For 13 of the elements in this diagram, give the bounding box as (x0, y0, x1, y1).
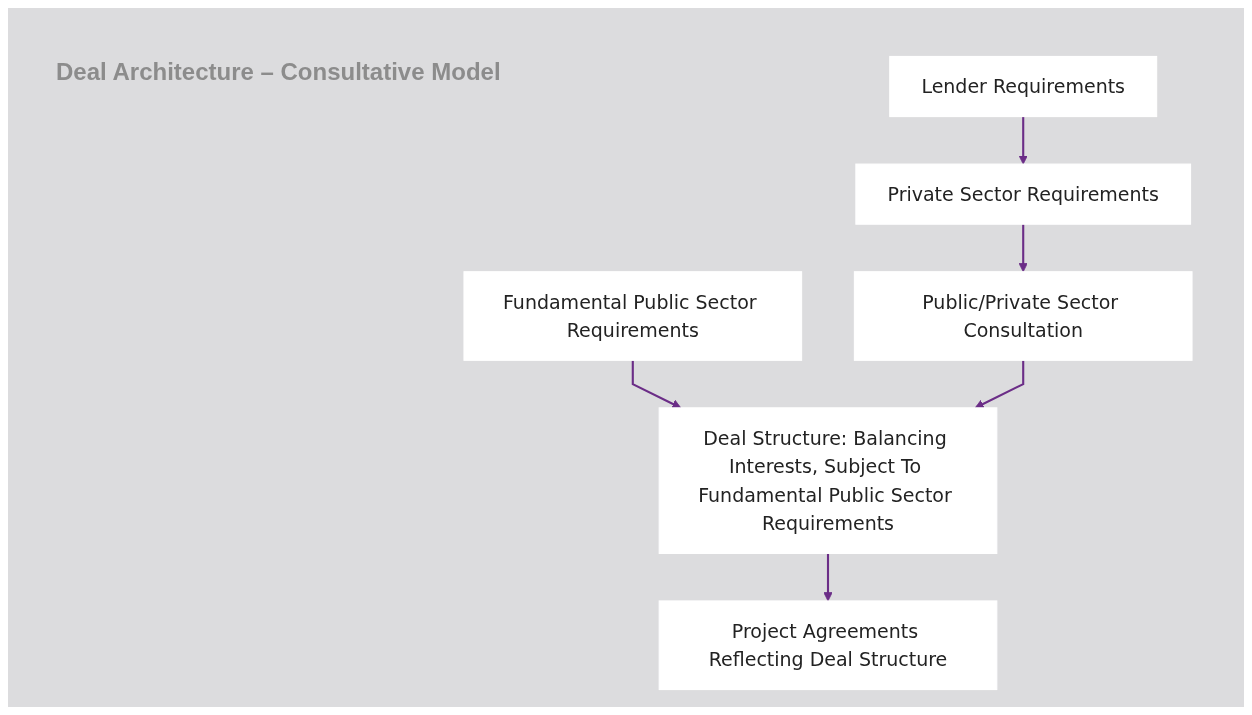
arrow (1018, 224, 1028, 273)
node-box (889, 55, 1158, 118)
node-box (855, 163, 1192, 225)
arrow (631, 360, 682, 409)
node-box (463, 271, 803, 361)
panel-background: Deal Architecture – Consultative Model Fundamental Public Sector Requirements Lender Requirements Private Sector Requirements Public/Private Sector Consultation Deal Structure: Balancing Interests, Subject To Fundamental Public Sector Requirements Project Agreements Reflecting Deal Structure (8, 8, 1244, 707)
diagram-title: Deal Architecture – Consultative Model (56, 58, 501, 86)
node-box (658, 600, 998, 691)
node-box (658, 407, 998, 554)
arrow (974, 360, 1025, 409)
arrow (1018, 116, 1028, 165)
arrow (823, 553, 833, 602)
node-box (853, 271, 1193, 361)
